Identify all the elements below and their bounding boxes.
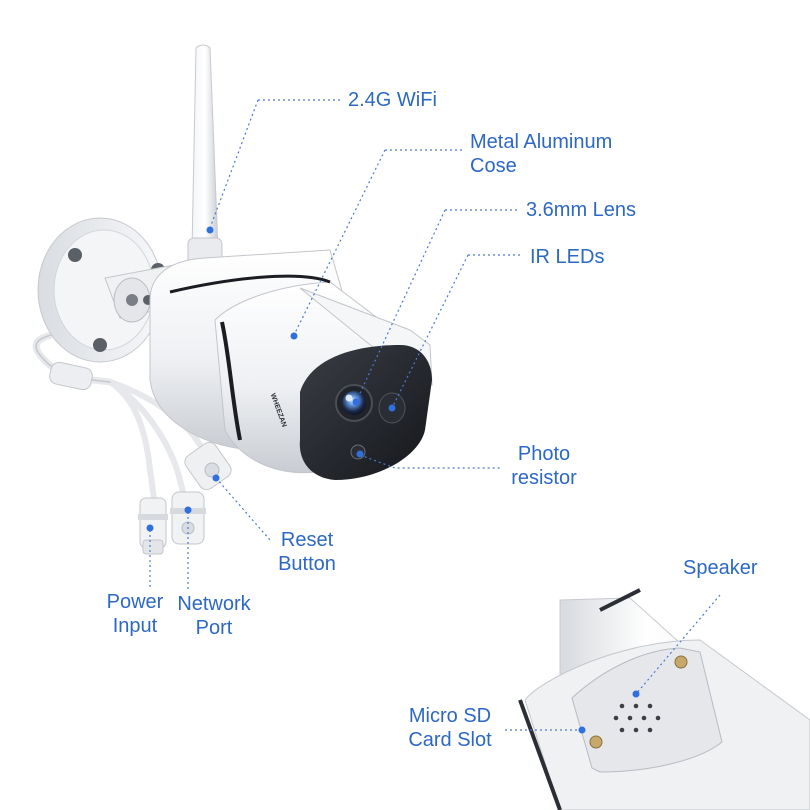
label-metal-case: Metal Aluminum Cose [470,131,613,177]
dot-photo [356,450,364,458]
label-micro-sd: Micro SD Card Slot [408,705,492,751]
closeup-panel [518,588,810,810]
dot-irleds [388,404,396,412]
leader-lens-diag [355,209,446,403]
label-speaker: Speaker [683,557,758,579]
leader-case-diag [293,149,386,336]
label-network-port: Network Port [177,593,251,639]
cable-splitter [49,361,93,391]
power-connector [138,497,168,555]
leader-lines [149,99,721,731]
dot-microsd [578,726,586,734]
leader-reset [215,477,271,541]
label-wifi: 2.4G WiFi [348,89,437,111]
reset-button-connector [184,441,232,491]
leader-dots [146,226,640,734]
label-power-input: Power Input [106,591,164,637]
dot-power [146,524,154,532]
dot-lens [352,398,360,406]
label-lens: 3.6mm Lens [526,199,637,221]
wall-mount [37,217,206,363]
dot-network [184,506,192,514]
dot-speaker [632,690,640,698]
dot-reset [212,474,220,482]
dot-wifi [206,226,214,234]
leader-wifi-diag [209,99,259,229]
label-reset-button: Reset Button [278,529,336,575]
label-ir-leds: IR LEDs [530,246,605,268]
label-photo-resistor: Photo resistor [511,443,577,489]
camera-body: WHEEZAN [149,249,433,480]
dot-case [290,332,298,340]
wifi-antenna [187,44,223,273]
leader-speaker [635,594,721,695]
leader-irleds-diag [391,254,469,409]
